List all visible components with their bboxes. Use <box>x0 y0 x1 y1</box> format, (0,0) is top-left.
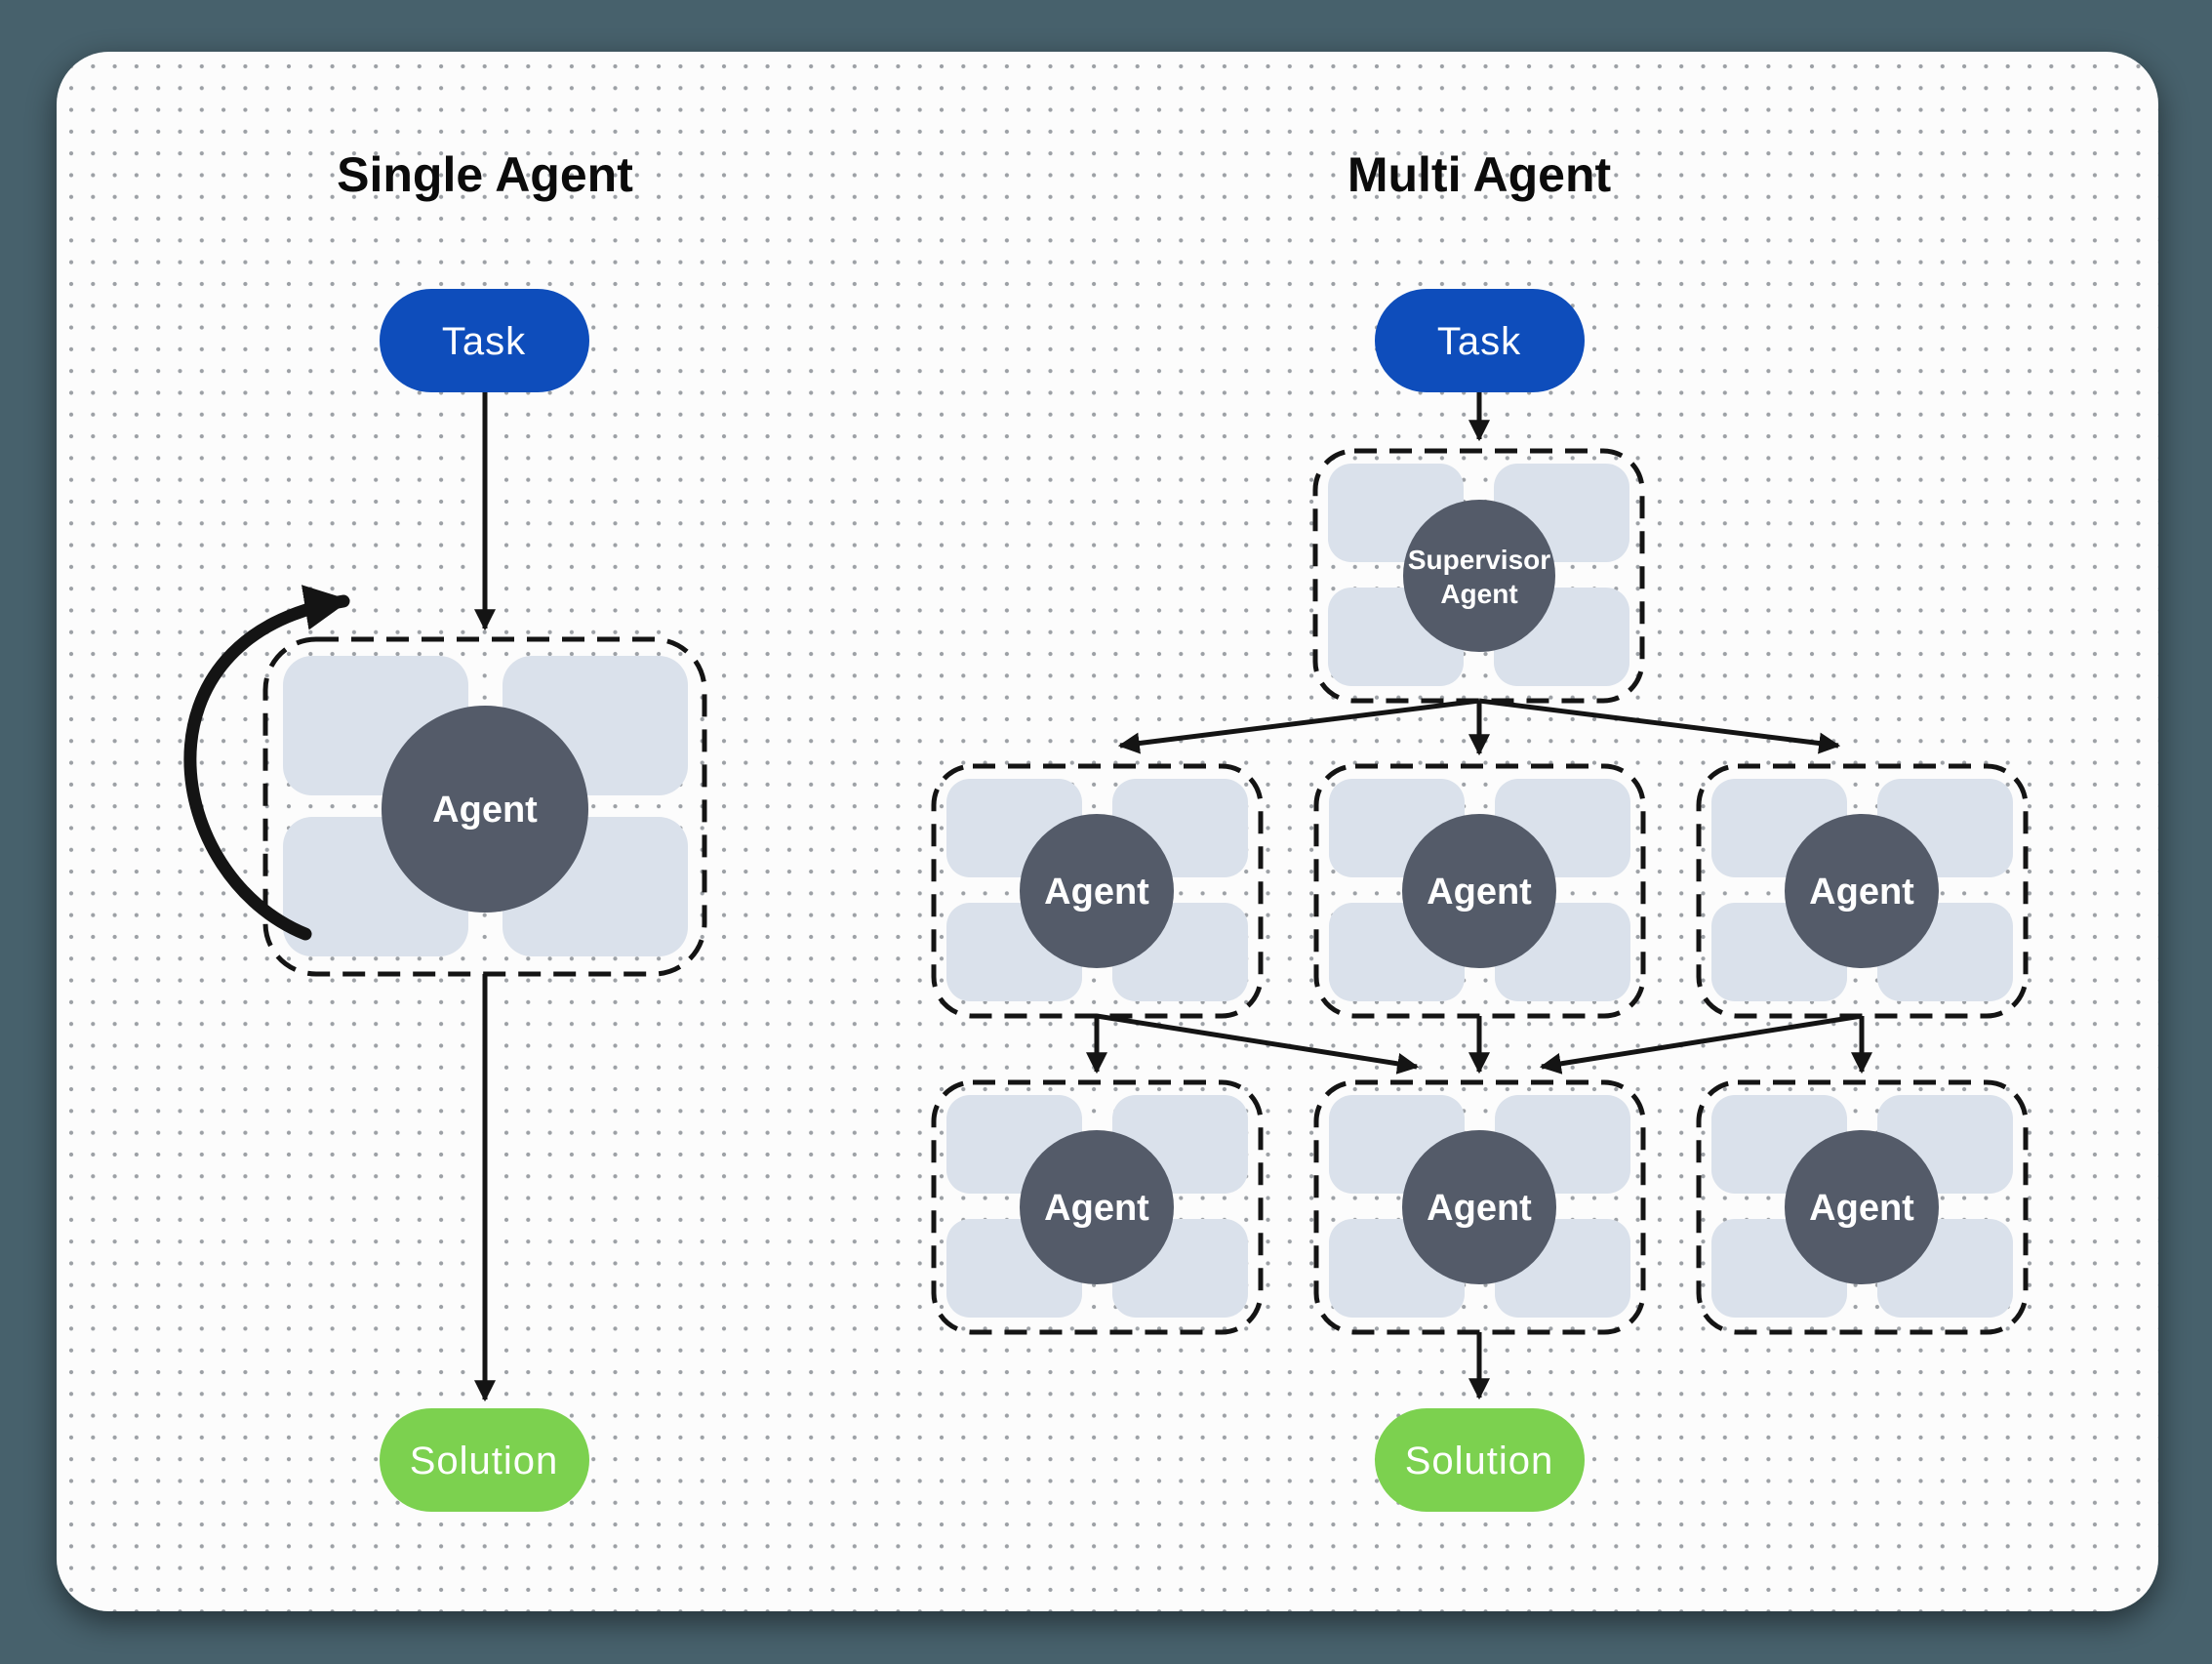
worker-circle-6 <box>1785 1130 1939 1284</box>
task-node-single: Task <box>380 289 589 392</box>
agent-circle-single <box>382 706 588 913</box>
multi-agent-title: Multi Agent <box>1347 147 1612 202</box>
worker-box-3: Agent <box>1696 763 2029 1019</box>
worker-label-1: Agent <box>1044 872 1149 913</box>
worker-circle-3 <box>1785 814 1939 968</box>
supervisor-circle <box>1403 500 1555 652</box>
loop-arrow <box>183 585 350 941</box>
worker-circle-5 <box>1402 1130 1556 1284</box>
supervisor-label-line1: Supervisor <box>1408 545 1550 575</box>
worker-box-border <box>1696 1079 2029 1335</box>
worker-box-5: Agent <box>1313 1079 1646 1335</box>
worker-box-border <box>1313 763 1646 1019</box>
worker-circle-2 <box>1402 814 1556 968</box>
worker-label-5: Agent <box>1427 1188 1532 1229</box>
worker-box-border <box>1696 763 2029 1019</box>
task-node-multi: Task <box>1375 289 1585 392</box>
solution-label-single: Solution <box>410 1440 559 1482</box>
worker-circle-4 <box>1020 1130 1174 1284</box>
worker-circle-1 <box>1020 814 1174 968</box>
single-agent-title: Single Agent <box>337 147 633 202</box>
flow-arrow-supervisor-to-agent3 <box>1478 698 1841 754</box>
task-pill-multi <box>1375 289 1585 392</box>
flow-arrow-agent1-to-agent5 <box>1096 1013 1420 1075</box>
solution-pill-multi <box>1375 1408 1585 1512</box>
worker-box-border <box>1313 1079 1646 1335</box>
task-label-multi: Task <box>1437 320 1521 363</box>
flow-arrow-supervisor-to-agent1 <box>1117 698 1480 754</box>
worker-box-1: Agent <box>931 763 1264 1019</box>
worker-box-6: Agent <box>1696 1079 2029 1335</box>
worker-label-4: Agent <box>1044 1188 1149 1229</box>
worker-label-6: Agent <box>1809 1188 1914 1229</box>
worker-box-2: Agent <box>1313 763 1646 1019</box>
agent-label-single: Agent <box>432 790 538 831</box>
task-pill-single <box>380 289 589 392</box>
solution-label-multi: Solution <box>1405 1440 1554 1482</box>
worker-label-3: Agent <box>1809 872 1914 913</box>
solution-node-single: Solution <box>380 1408 589 1512</box>
worker-box-border <box>931 1079 1264 1335</box>
supervisor-label-line2: Agent <box>1440 579 1517 609</box>
worker-box-border <box>931 763 1264 1019</box>
worker-box-4: Agent <box>931 1079 1264 1335</box>
solution-pill-single <box>380 1408 589 1512</box>
worker-label-2: Agent <box>1427 872 1532 913</box>
multi-agent-section: Multi Agent Task Supervisor Agent Agent <box>931 147 2029 1512</box>
single-agent-section: Single Agent Task Agent Solution <box>183 147 707 1512</box>
supervisor-box: Supervisor Agent <box>1312 448 1645 704</box>
task-label-single: Task <box>442 320 526 363</box>
flow-arrow-agent3-to-agent5 <box>1539 1013 1863 1075</box>
supervisor-box-border <box>1312 448 1645 704</box>
solution-node-multi: Solution <box>1375 1408 1585 1512</box>
